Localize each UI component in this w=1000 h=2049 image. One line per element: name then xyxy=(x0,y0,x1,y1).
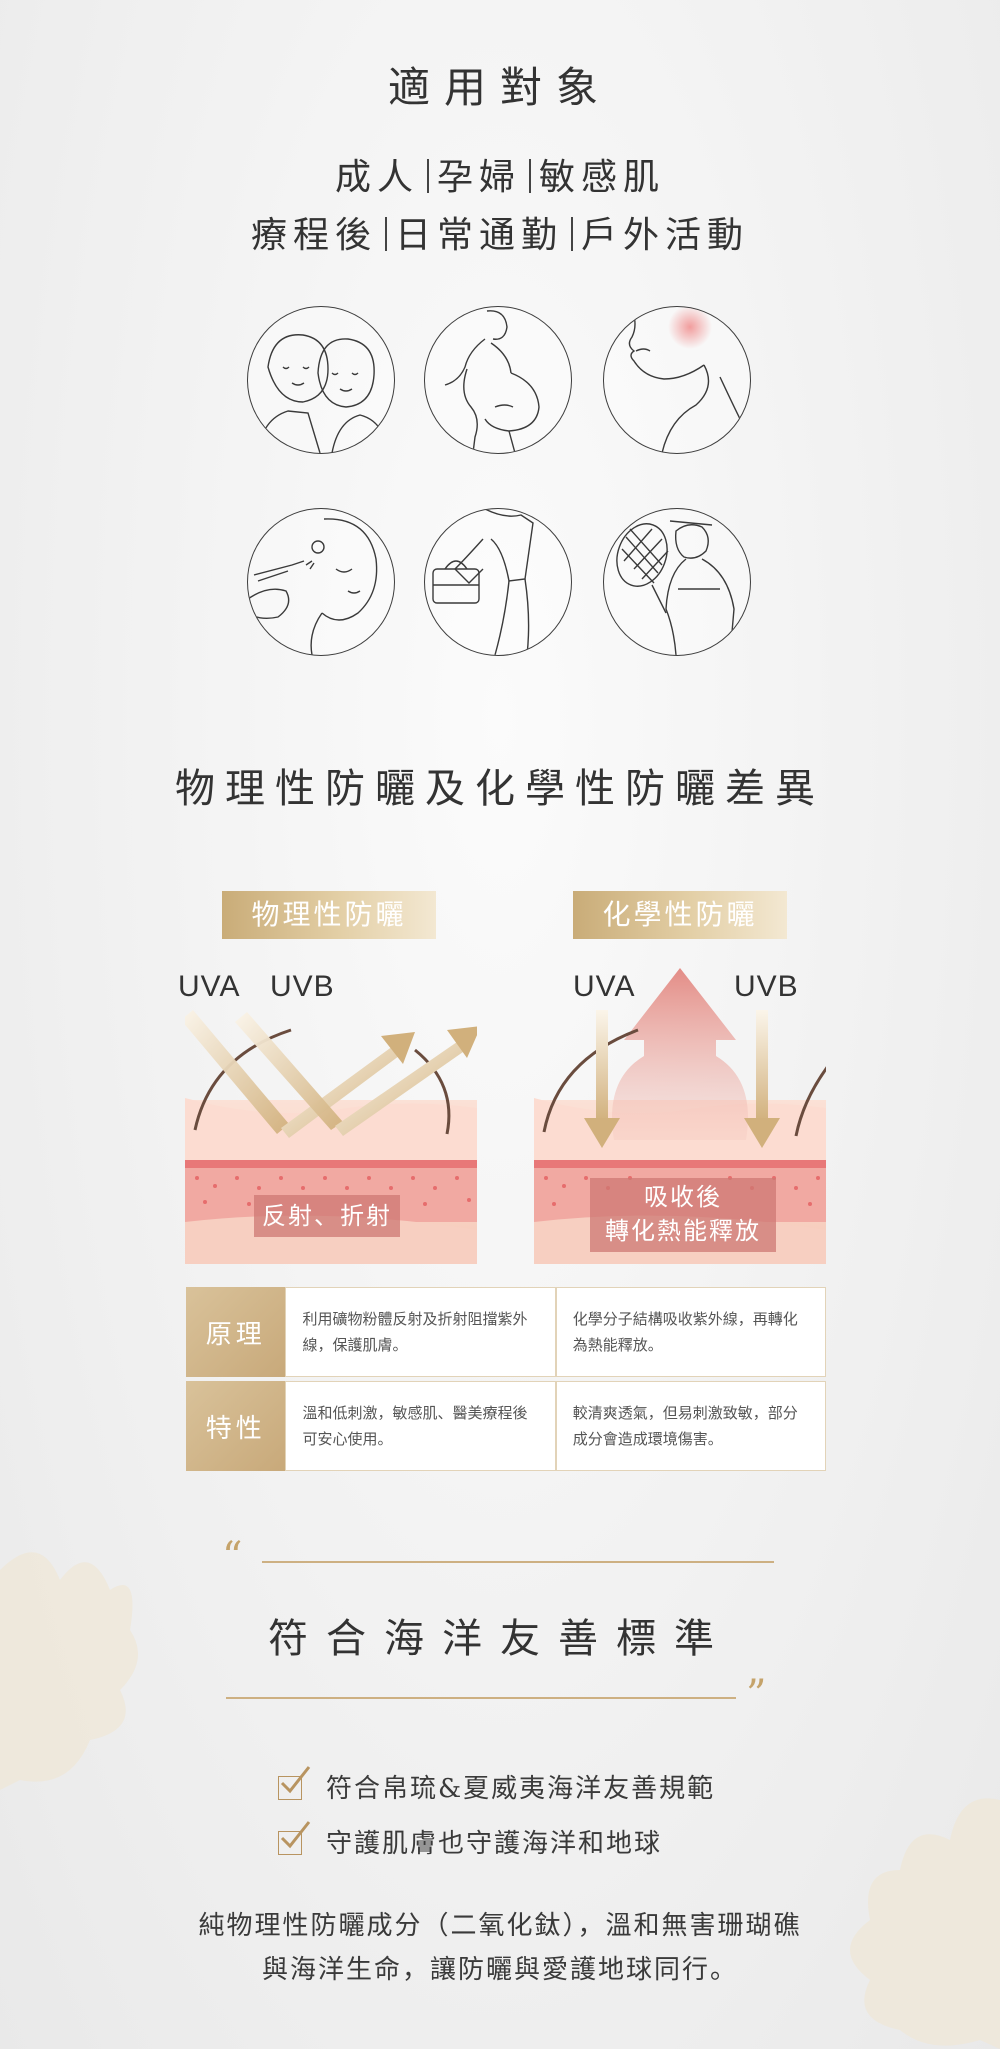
row-header-properties: 特性 xyxy=(186,1381,286,1471)
target-outdoor: 戶外活動 xyxy=(581,215,750,256)
physical-uvb-label: UVB xyxy=(270,970,335,1003)
row-header-principle: 原理 xyxy=(186,1287,286,1377)
target-users-line2: 療程後日常通勤戶外活動 xyxy=(0,206,1000,258)
target-sensitive-skin: 敏感肌 xyxy=(539,157,666,198)
principle-physical-cell: 利用礦物粉體反射及折射阻擋紫外線，保護肌膚。 xyxy=(285,1287,556,1377)
divider xyxy=(571,217,573,251)
check-item-label: 符合帛琉&夏威夷海洋友善規範 xyxy=(326,1774,716,1804)
check-item: 符合帛琉&夏威夷海洋友善規範 xyxy=(278,1766,716,1805)
section-title-sunscreen-difference: 物理性防曬及化學性防曬差異 xyxy=(175,766,825,812)
principle-chemical-cell: 化學分子結構吸收紫外線，再轉化為熱能釋放。 xyxy=(555,1287,826,1377)
checkbox-checked-icon xyxy=(278,1821,311,1855)
target-pregnant: 孕婦 xyxy=(436,157,521,198)
comparison-table: 原理 利用礦物粉體反射及折射阻擋紫外線，保護肌膚。 化學分子結構吸收紫外線，再轉… xyxy=(186,1287,826,1471)
checkbox-checked-icon xyxy=(278,1766,311,1800)
coral-decoration-left xyxy=(0,1552,138,1790)
chemical-mechanism-caption: 吸收後 轉化熱能釋放 xyxy=(590,1178,776,1252)
chemical-sunscreen-label: 化學性防曬 xyxy=(573,891,787,939)
tennis-player-icon xyxy=(603,508,751,656)
target-users-line1: 成人孕婦敏感肌 xyxy=(0,148,1000,200)
sensitive-skin-icon xyxy=(603,306,751,454)
close-quote-mark: ” xyxy=(746,1672,767,1718)
table-row: 特性 溫和低刺激，敏感肌、醫美療程後可安心使用。 較清爽透氣，但易刺激致敏，部分… xyxy=(186,1381,826,1471)
check-item-label: 守護肌膚也守護海洋和地球 xyxy=(326,1829,663,1859)
physical-sunscreen-label: 物理性防曬 xyxy=(222,891,436,939)
ocean-description-line2: 與海洋生命，讓防曬與愛護地球同行。 xyxy=(261,1955,738,1985)
coral-decoration-right xyxy=(850,1798,1000,2049)
target-adult: 成人 xyxy=(334,157,419,198)
ocean-description: 純物理性防曬成分（二氧化鈦），溫和無害珊瑚礁 與海洋生命，讓防曬與愛護地球同行。 xyxy=(0,1904,1000,1992)
quote-line-top xyxy=(262,1561,774,1563)
pregnant-woman-icon xyxy=(424,306,572,454)
section-title-target-users: 適用對象 xyxy=(387,63,612,112)
divider xyxy=(426,159,429,193)
target-post-treatment: 療程後 xyxy=(250,215,377,256)
properties-chemical-cell: 較清爽透氣，但易刺激致敏，部分成分會造成環境傷害。 xyxy=(555,1381,826,1471)
cosmetic-treatment-icon xyxy=(247,508,395,656)
target-commute: 日常通勤 xyxy=(394,215,563,256)
quote-line-bottom xyxy=(226,1697,736,1699)
chemical-uva-label: UVA xyxy=(573,970,636,1003)
chemical-caption-line2: 轉化熱能釋放 xyxy=(605,1217,761,1245)
chemical-caption-line1: 吸收後 xyxy=(644,1183,722,1211)
chemical-uvb-label: UVB xyxy=(734,970,799,1003)
divider xyxy=(529,159,531,193)
table-row: 原理 利用礦物粉體反射及折射阻擋紫外線，保護肌膚。 化學分子結構吸收紫外線，再轉… xyxy=(186,1287,826,1377)
physical-uva-label: UVA xyxy=(178,970,241,1003)
physical-mechanism-caption: 反射、折射 xyxy=(254,1195,400,1237)
ocean-description-line1: 純物理性防曬成分（二氧化鈦），溫和無害珊瑚礁 xyxy=(198,1911,802,1941)
commuter-with-bag-icon xyxy=(424,508,572,656)
couple-portrait-icon xyxy=(247,306,395,454)
section-title-ocean-friendly: 符合海洋友善標準 xyxy=(268,1616,732,1662)
check-item: 守護肌膚也守護海洋和地球 xyxy=(278,1821,663,1860)
properties-physical-cell: 溫和低刺激，敏感肌、醫美療程後可安心使用。 xyxy=(285,1381,556,1471)
divider xyxy=(384,217,387,251)
open-quote-mark: “ xyxy=(222,1534,243,1580)
